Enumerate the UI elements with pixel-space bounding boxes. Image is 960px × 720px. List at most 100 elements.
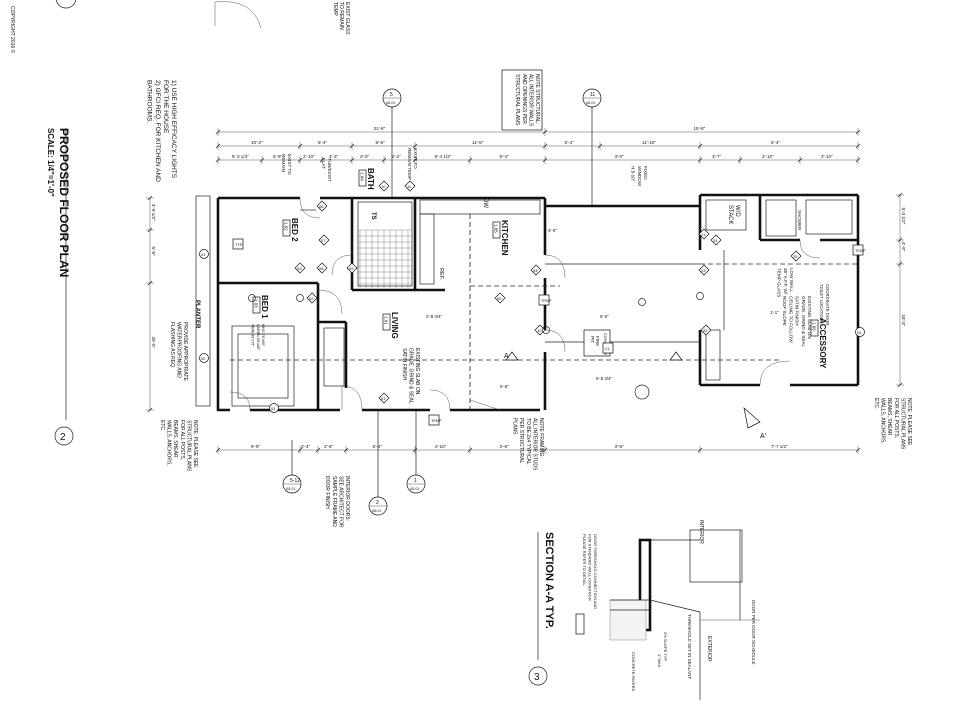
svg-text:FIRE: FIRE xyxy=(595,336,600,346)
dimension-label: 4'-8 1/2" xyxy=(151,204,156,221)
floorplan-number-bubble: 2 xyxy=(54,426,74,446)
dimension-label: 4'-3" xyxy=(329,154,339,159)
door-tag: 25 xyxy=(790,250,802,262)
dimension-label: 3'-0" xyxy=(615,154,625,159)
note-line: FOR THE HOUSE xyxy=(162,80,169,134)
svg-text:PLANTER: PLANTER xyxy=(194,300,200,329)
door-tag: 23 xyxy=(698,264,710,276)
door-tag-number: 25 xyxy=(793,254,798,259)
svg-text:1.04: 1.04 xyxy=(360,172,365,181)
note-line: 1) USE HIGH EFFICACY LIGHTS xyxy=(170,80,177,179)
svg-text:KITCHEN: KITCHEN xyxy=(500,220,509,256)
section-interior-label: INTERIOR xyxy=(698,520,704,544)
door-tag-number: 01 xyxy=(381,396,386,401)
note-line: ALL INTERIOR WALLS xyxy=(527,74,533,127)
note-line: FLAT xyxy=(321,158,326,169)
dimension-label: 5'-2" xyxy=(392,154,402,159)
dimension-label: 2'-10" xyxy=(303,154,315,159)
note-line: PER STRUCTURAL xyxy=(518,418,524,464)
door-tag-number: 10 xyxy=(381,184,386,189)
door-tag: 12 xyxy=(534,324,546,336)
svg-text:STACK: STACK xyxy=(727,205,733,225)
note-line: NOTE STRUCTURAL: xyxy=(534,74,540,124)
note-line: ALL INTERIOR STUDS xyxy=(531,418,537,471)
window-tag: 01 xyxy=(199,249,209,259)
door-tag-number: 03 xyxy=(297,266,302,271)
note-line: H.5-10" xyxy=(631,166,636,182)
note-line: ROOF SLOPE xyxy=(782,296,787,326)
svg-text:TO REMAIN: TO REMAIN xyxy=(338,2,344,30)
note-line: FOR ALL POSTS, xyxy=(179,420,185,460)
note-line: FLASHING AS REQ. xyxy=(169,322,175,368)
svg-text:PIT: PIT xyxy=(590,336,595,343)
svg-text:TS: TS xyxy=(370,212,376,220)
dimension-label: 2'-6" xyxy=(324,444,334,449)
section-door-label: DOOR PER DOOR SCHEDULE xyxy=(751,600,756,665)
svg-text:TEMP: TEMP xyxy=(332,2,338,17)
bath-tile-hatch xyxy=(358,229,412,288)
dimension-label: 8'-6" xyxy=(376,140,386,145)
note-line: SATIN FINISH xyxy=(401,348,407,381)
svg-text:1.03: 1.03 xyxy=(254,299,259,308)
section-cut-line: A A' xyxy=(230,351,780,440)
centerline-tag-text: CL xyxy=(605,347,610,351)
dimension-label: 10'-2" xyxy=(251,140,263,145)
section-ref-sheet: A5.01 xyxy=(372,509,381,513)
note-line: WATERPROOFING AND xyxy=(175,322,181,378)
floorplan-title-block: PROPOSED FLOOR PLAN SCALE: 1/4"=1'-0" xyxy=(46,128,71,277)
section-ref-sheet: A5.01 xyxy=(286,487,295,491)
section-ref-number: 5 xyxy=(390,92,393,98)
door-tag: 09 xyxy=(346,262,358,274)
temp-tag: TEMP xyxy=(428,414,442,426)
typ-tag-text: TYP. xyxy=(235,243,243,247)
grid-marker xyxy=(696,292,704,300)
window-tag: 02 xyxy=(199,353,209,363)
note-line: TO BE 2x4 TYPICAL xyxy=(525,418,531,465)
dimension-label: 18'-3" xyxy=(901,315,906,327)
note-line: CEILING TO FOLLOW xyxy=(788,296,793,343)
note-line: INTERIOR DOORS: xyxy=(344,476,350,521)
note-line: STRUCTURAL PLANS xyxy=(514,74,520,126)
note-line: AND OPENINGS PER xyxy=(521,74,527,124)
svg-text:A: A xyxy=(504,353,509,360)
note-line: SEE ARCHITECT FOR xyxy=(337,476,343,528)
svg-text:1.02: 1.02 xyxy=(284,222,289,231)
door-tag: 07 xyxy=(318,234,330,246)
note-line: STRUCTURAL PLANS xyxy=(899,398,905,450)
note-line: COORDINATE DOOR xyxy=(825,284,830,325)
svg-text:DW: DW xyxy=(482,198,488,208)
note-line: EXISTING SLAB ON xyxy=(414,348,420,395)
note-line: SATIN FINISH xyxy=(795,296,800,326)
dimension-label: 15'-8" xyxy=(694,126,706,131)
temp-tag-text: TEMP xyxy=(855,249,866,253)
dimension-label: 5'-3 1/2" xyxy=(901,208,906,225)
dimension-label: 5'-3 1/4" xyxy=(232,154,249,159)
note-line: GRADE. GRIND & SEAL xyxy=(801,296,806,347)
section-title-block: SECTION A-A TYP. xyxy=(543,532,555,629)
door-tag: 06 xyxy=(316,200,328,212)
section-ref-number: 2 xyxy=(376,500,379,506)
room-bath: BATH 1.04 xyxy=(358,168,375,190)
note-line: WALLS, ANCHORS, xyxy=(880,398,886,444)
svg-text:A': A' xyxy=(760,433,766,440)
door-tag-number: 09 xyxy=(349,266,354,271)
door-tag-number: 04 xyxy=(533,268,538,273)
note-line: KING 76"x80" xyxy=(261,324,265,347)
door-tag: 24 xyxy=(710,234,722,246)
dimension-label: 3'-7" xyxy=(712,154,722,159)
dimension-label: 5'-4" xyxy=(500,154,510,159)
door-swings xyxy=(229,197,821,411)
dimension-label: 5'-6" xyxy=(500,384,509,389)
room-bed-2: BED 2 1.02 xyxy=(282,218,299,242)
note-line: NOTE: PLEASE SEE xyxy=(906,398,912,446)
grid-marker xyxy=(638,298,646,306)
dimension-label: 2'-4" xyxy=(301,444,311,449)
note-line: ETC. xyxy=(159,420,165,431)
note-line: FOR STANDARD WALL CONDITION xyxy=(587,534,592,601)
